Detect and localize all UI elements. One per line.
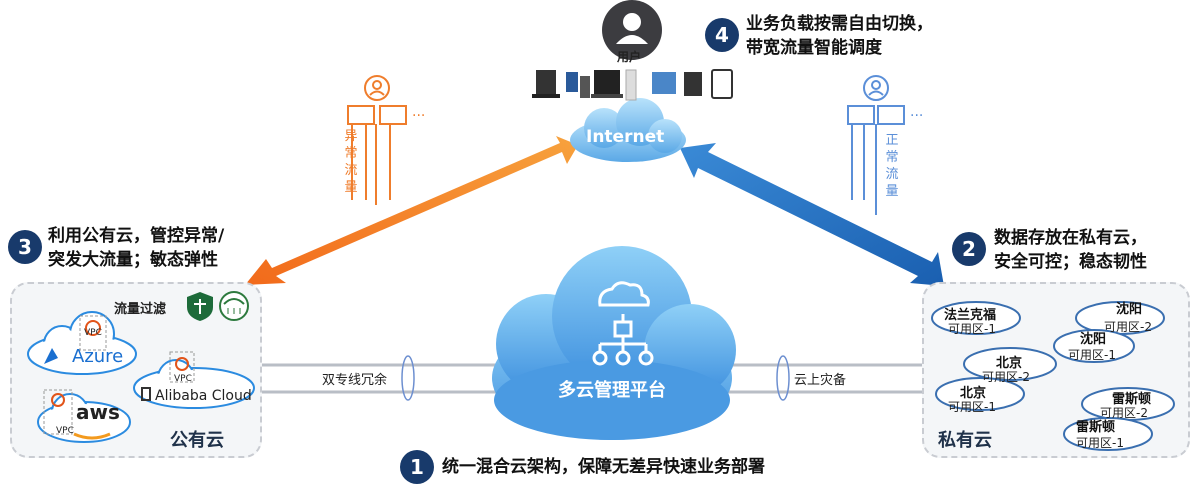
callout-2: 数据存放在私有云， 安全可控；稳态韧性 xyxy=(994,226,1147,274)
user-label: 用户 xyxy=(617,50,642,64)
internet-label: Internet xyxy=(586,127,665,147)
region-name: 北京 xyxy=(996,356,1023,371)
alibaba-cloud-icon xyxy=(133,351,255,409)
callout-number-1: 1 xyxy=(400,450,434,484)
vpc-label: VPC xyxy=(84,328,102,338)
callout-4-line2: 带宽流量智能调度 xyxy=(746,38,882,58)
center-platform-label: 多云管理平台 xyxy=(558,380,666,401)
callout-number-2: 2 xyxy=(952,232,986,266)
azure-label: Azure xyxy=(72,346,124,367)
orange-arrow xyxy=(245,136,578,285)
callout-1: 统一混合云架构，保障无差异快速业务部署 xyxy=(442,457,765,477)
dual-line-label: 双专线冗余 xyxy=(318,369,392,388)
callout-3-line1: 利用公有云，管控异常/ xyxy=(48,226,225,246)
callout-4-line1: 业务负载按需自由切换， xyxy=(746,14,933,34)
region-clouds xyxy=(931,301,1175,451)
devices-icon xyxy=(532,69,733,101)
filter-icons xyxy=(187,291,249,321)
central-cloud xyxy=(492,246,736,440)
callout-number-4: 4 xyxy=(705,18,739,52)
azure-cloud-icon xyxy=(27,311,137,375)
cloud-dr-label: 云上灾备 xyxy=(790,369,851,388)
aws-label: aws xyxy=(76,400,120,424)
normal-traffic-icon xyxy=(847,75,905,215)
internet-cloud xyxy=(570,98,686,162)
region-name: 雷斯顿 xyxy=(1076,420,1116,435)
ellipsis: ··· xyxy=(412,108,425,124)
region-zone: 可用区-1 xyxy=(948,400,996,414)
region-zone: 可用区-2 xyxy=(1104,320,1152,334)
private-cloud-title: 私有云 xyxy=(938,430,992,451)
callout-3: 利用公有云，管控异常/ 突发大流量；敏态弹性 xyxy=(48,224,224,272)
public-cloud-panel: 流量过滤 Azure VPC Alibaba Cloud VPC xyxy=(10,282,262,458)
blue-arrow xyxy=(680,143,944,286)
region-name: 沈阳 xyxy=(1080,332,1107,347)
region-zone: 可用区-1 xyxy=(948,322,996,336)
callout-4: 业务负载按需自由切换， 带宽流量智能调度 xyxy=(746,12,933,60)
vpc-label: VPC xyxy=(174,374,192,384)
callout-2-line2: 安全可控；稳态韧性 xyxy=(994,252,1147,272)
region-zone: 可用区-1 xyxy=(1068,348,1116,362)
callout-3-line2: 突发大流量；敏态弹性 xyxy=(48,250,218,270)
region-name: 雷斯顿 xyxy=(1112,392,1152,407)
region-name: 法兰克福 xyxy=(944,308,997,323)
region-zone: 可用区-1 xyxy=(1076,436,1124,450)
private-cloud-panel: 法兰克福 可用区-1 北京 可用区-2 北京 可用区-1 沈阳 可用区-2 沈阳… xyxy=(922,282,1190,458)
ellipsis: ··· xyxy=(910,108,923,124)
normal-traffic-label: 正常流量 xyxy=(885,133,899,199)
callout-number-3: 3 xyxy=(8,230,42,264)
abnormal-traffic-icon xyxy=(347,75,407,205)
traffic-filter-label: 流量过滤 xyxy=(114,302,167,317)
user-avatar xyxy=(602,0,662,60)
alibaba-label: Alibaba Cloud xyxy=(155,388,252,404)
vpc-label: VPC xyxy=(56,426,74,436)
region-name: 沈阳 xyxy=(1116,302,1143,317)
callout-2-line1: 数据存放在私有云， xyxy=(994,228,1147,248)
aws-cloud-icon xyxy=(37,389,131,443)
redundant-lines xyxy=(262,355,922,401)
public-cloud-title: 公有云 xyxy=(170,430,224,451)
region-zone: 可用区-2 xyxy=(982,370,1030,384)
region-zone: 可用区-2 xyxy=(1100,406,1148,420)
region-name: 北京 xyxy=(960,386,987,401)
abnormal-traffic-label: 异常流量 xyxy=(344,129,358,195)
